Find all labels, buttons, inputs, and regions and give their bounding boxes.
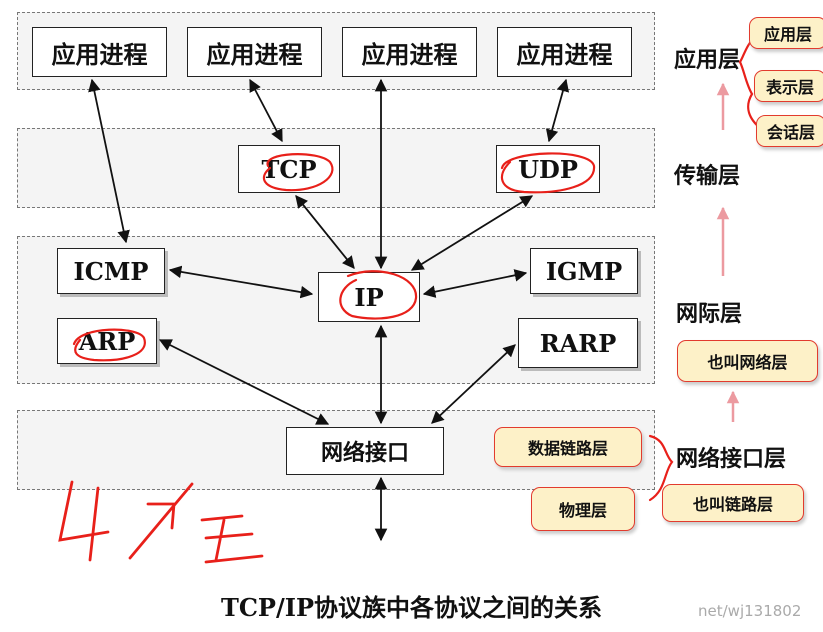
tcp-circle-mark — [262, 153, 334, 192]
arrow-app1-icmp — [88, 78, 130, 244]
note-application-sublayer: 应用层 — [749, 17, 823, 49]
arp-circle-mark — [72, 328, 146, 362]
app-process-box-4: 应用进程 — [497, 27, 632, 77]
arrow-app2-tcp — [249, 78, 283, 143]
app-process-box-1: 应用进程 — [32, 27, 167, 77]
rarp-box: RARP — [518, 318, 638, 368]
arrow-igmp-ip — [422, 269, 528, 298]
app-layer-brace — [738, 32, 762, 130]
udp-circle-mark — [500, 152, 596, 194]
network-interface-box: 网络接口 — [286, 427, 444, 475]
note-physical-layer: 物理层 — [531, 487, 635, 531]
tcp-box: TCP — [238, 145, 340, 193]
app-process-box-3: 应用进程 — [342, 27, 477, 77]
note-session-layer: 会话层 — [756, 115, 823, 147]
watermark: net/wj131802 — [698, 602, 802, 620]
arrow-rarp-netif — [431, 344, 516, 424]
arrow-app4-udp — [545, 78, 570, 143]
igmp-box: IGMP — [530, 248, 638, 294]
note-also-network-layer: 也叫网络层 — [677, 340, 818, 382]
note-datalink-layer: 数据链路层 — [494, 427, 642, 467]
network-interface-layer-label: 网络接口层 — [676, 447, 787, 472]
netif-layer-brace — [648, 434, 674, 502]
application-layer-label: 应用层 — [674, 48, 741, 73]
handwritten-four-layers — [58, 480, 264, 564]
arrow-udp-ip — [410, 195, 534, 271]
note-presentation-layer: 表示层 — [754, 70, 823, 102]
arrow-tcp-ip — [295, 195, 355, 269]
note-also-link-layer: 也叫链路层 — [662, 484, 804, 522]
app-process-box-2: 应用进程 — [187, 27, 322, 77]
ip-circle-mark — [339, 270, 418, 320]
figure-caption: TCP/IP协议族中各协议之间的关系 — [220, 593, 603, 622]
transport-layer-label: 传输层 — [674, 164, 741, 189]
arrow-icmp-ip — [168, 265, 314, 299]
udp-box: UDP — [496, 145, 600, 193]
internet-layer-label: 网际层 — [676, 302, 743, 327]
icmp-box: ICMP — [57, 248, 165, 294]
arrow-arp-netif — [158, 339, 330, 425]
